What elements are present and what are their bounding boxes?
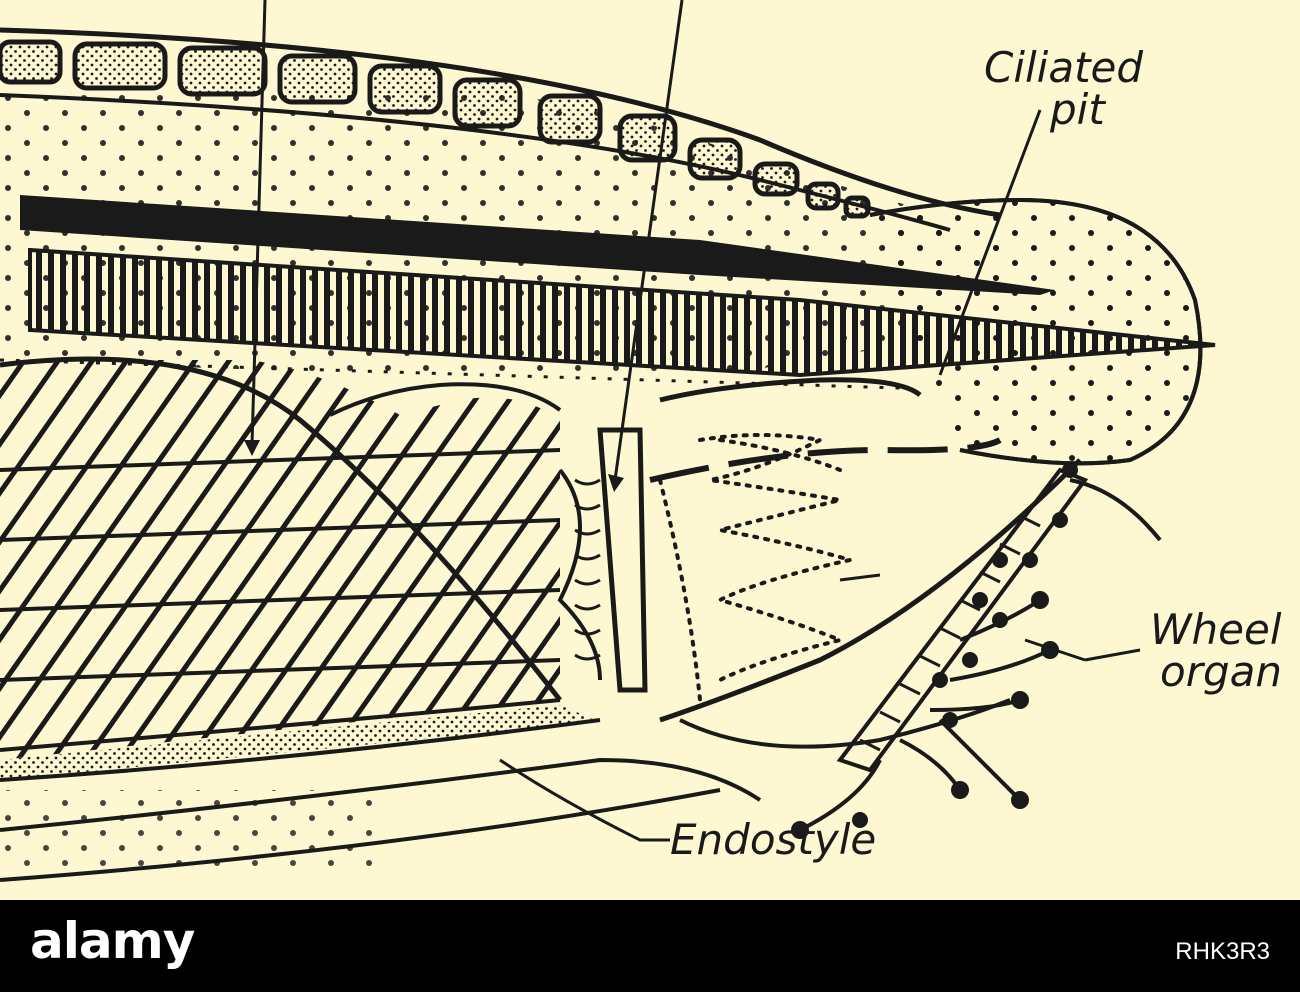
- amphioxus-head-diagram: [0, 0, 1300, 900]
- wheel-organ-label-line2: organ: [1160, 650, 1282, 694]
- watermark-footer: alamy RHK3R3: [0, 900, 1300, 992]
- ciliated-pit-label-line2: pit: [1050, 88, 1105, 132]
- diagram-canvas: Ciliated pit Wheel organ Endostyle: [0, 0, 1300, 900]
- alamy-logo: alamy: [30, 912, 194, 970]
- endostyle-leader: [500, 760, 670, 840]
- ciliated-pit-label-line1: Ciliated: [984, 46, 1143, 90]
- image-id-text: RHK3R3: [1175, 938, 1270, 966]
- endostyle-label: Endostyle: [670, 818, 876, 862]
- wheel-organ-label-line1: Wheel: [1150, 608, 1282, 652]
